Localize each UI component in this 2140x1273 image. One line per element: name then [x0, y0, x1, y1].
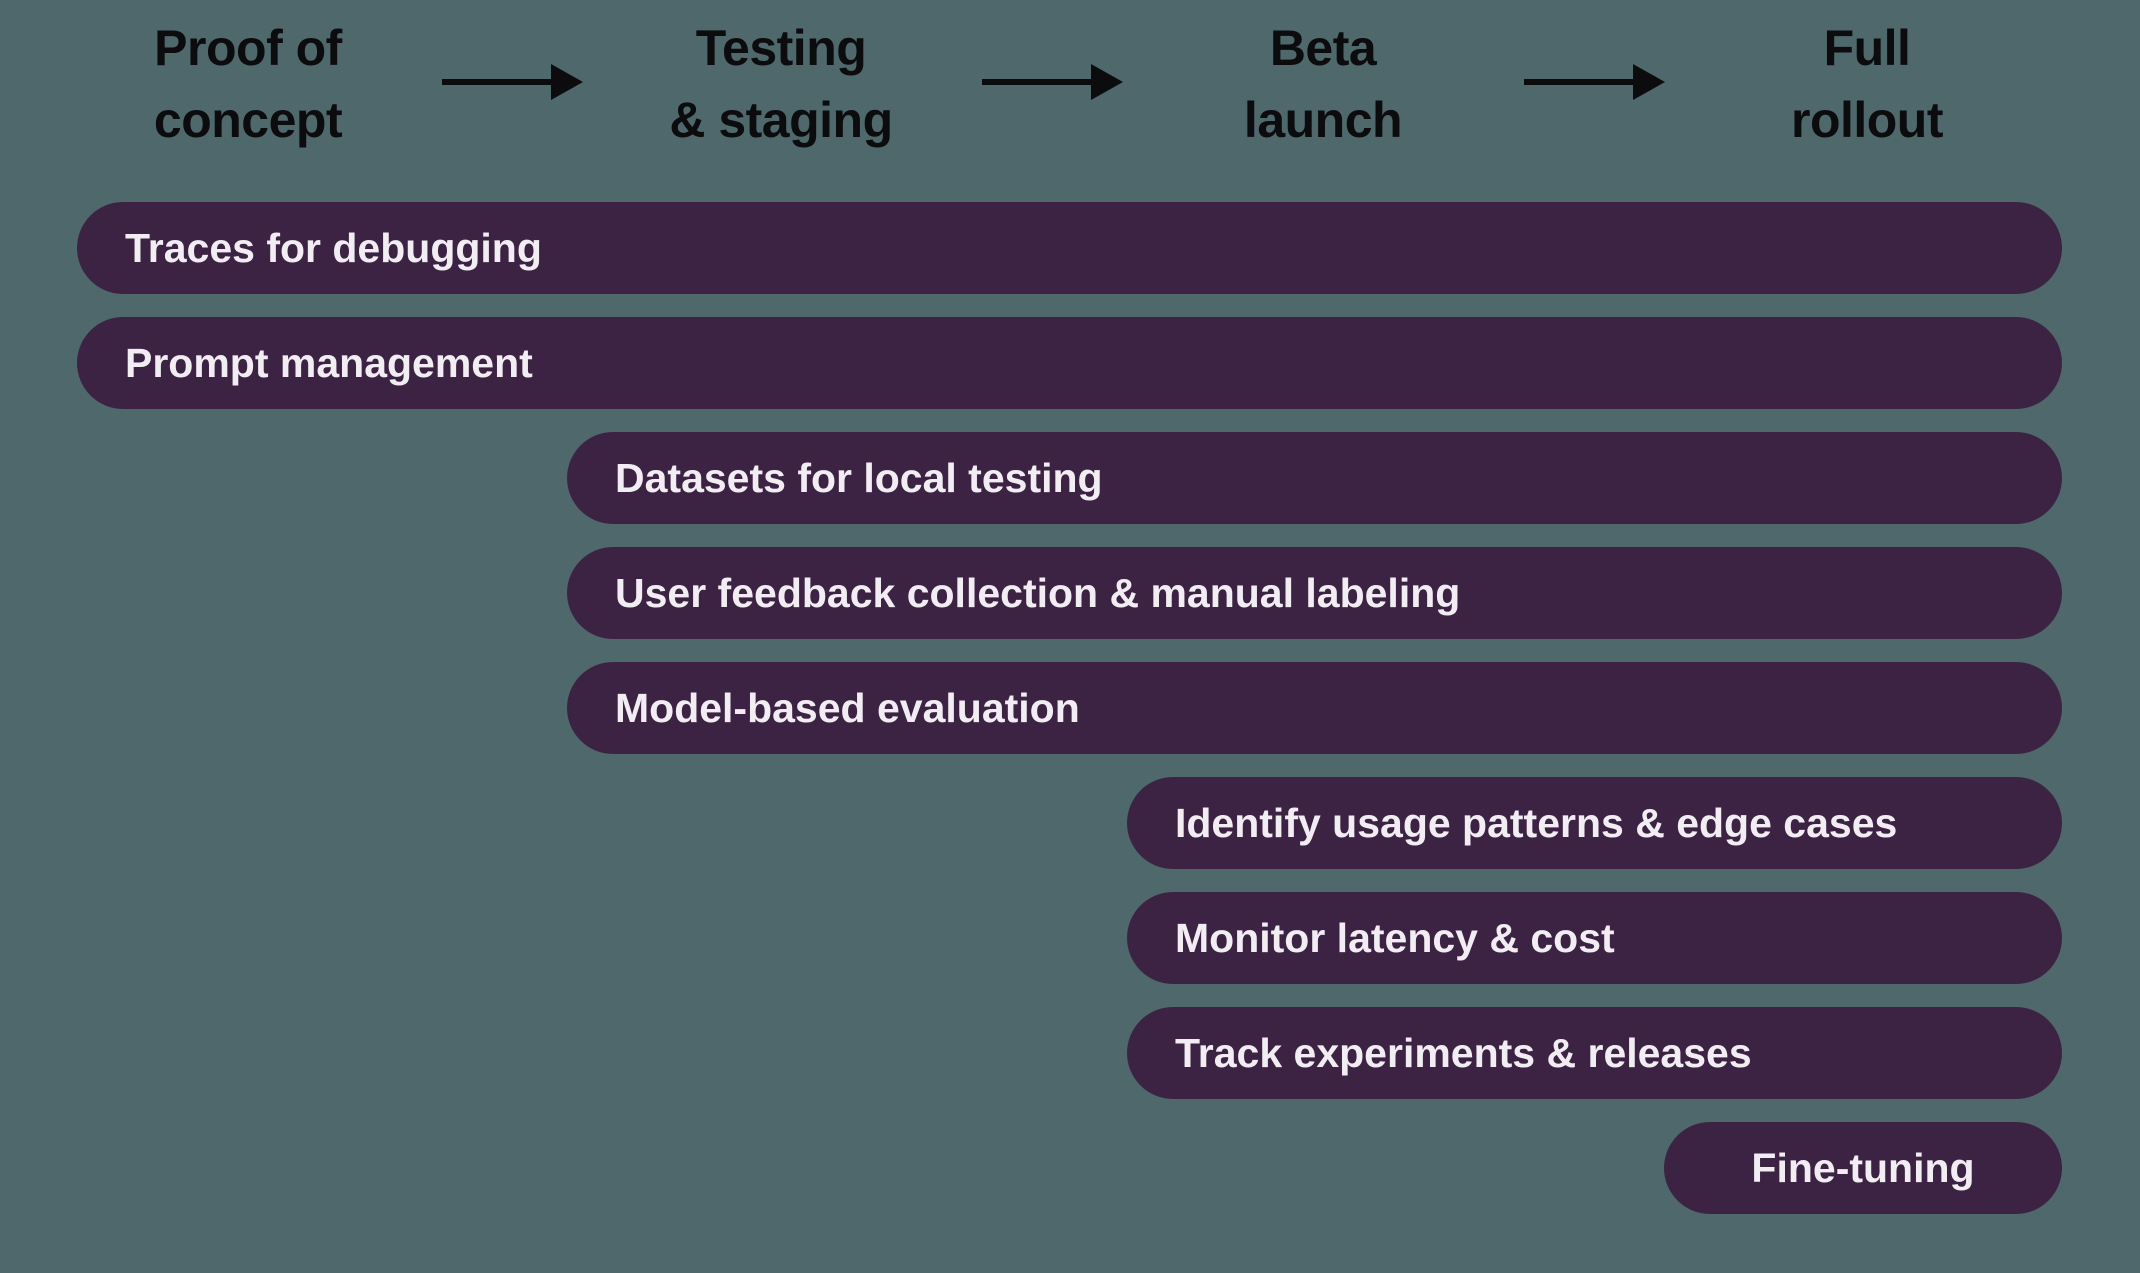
bar-monitor-latency-cost: Monitor latency & cost [1127, 892, 2062, 984]
arrow-right-icon [1524, 64, 1665, 100]
stage-label-proof-of-concept: Proof of concept [153, 20, 343, 148]
bar-user-feedback-collection: User feedback collection & manual labeli… [567, 547, 2062, 639]
bar-datasets-for-local-testing: Datasets for local testing [567, 432, 2062, 524]
arrow-right-icon [982, 64, 1123, 100]
bar-track-experiments-releases: Track experiments & releases [1127, 1007, 2062, 1099]
bar-traces-for-debugging: Traces for debugging [77, 202, 2062, 294]
stage-label-beta-launch: Beta launch [1243, 20, 1403, 148]
stage-label-full-rollout: Full rollout [1790, 20, 1944, 148]
bar-model-based-evaluation: Model-based evaluation [567, 662, 2062, 754]
arrow-right-icon [442, 64, 583, 100]
bar-prompt-management: Prompt management [77, 317, 2062, 409]
bar-identify-usage-patterns: Identify usage patterns & edge cases [1127, 777, 2062, 869]
stage-label-testing-staging: Testing & staging [669, 20, 893, 148]
bar-fine-tuning: Fine-tuning [1664, 1122, 2062, 1214]
